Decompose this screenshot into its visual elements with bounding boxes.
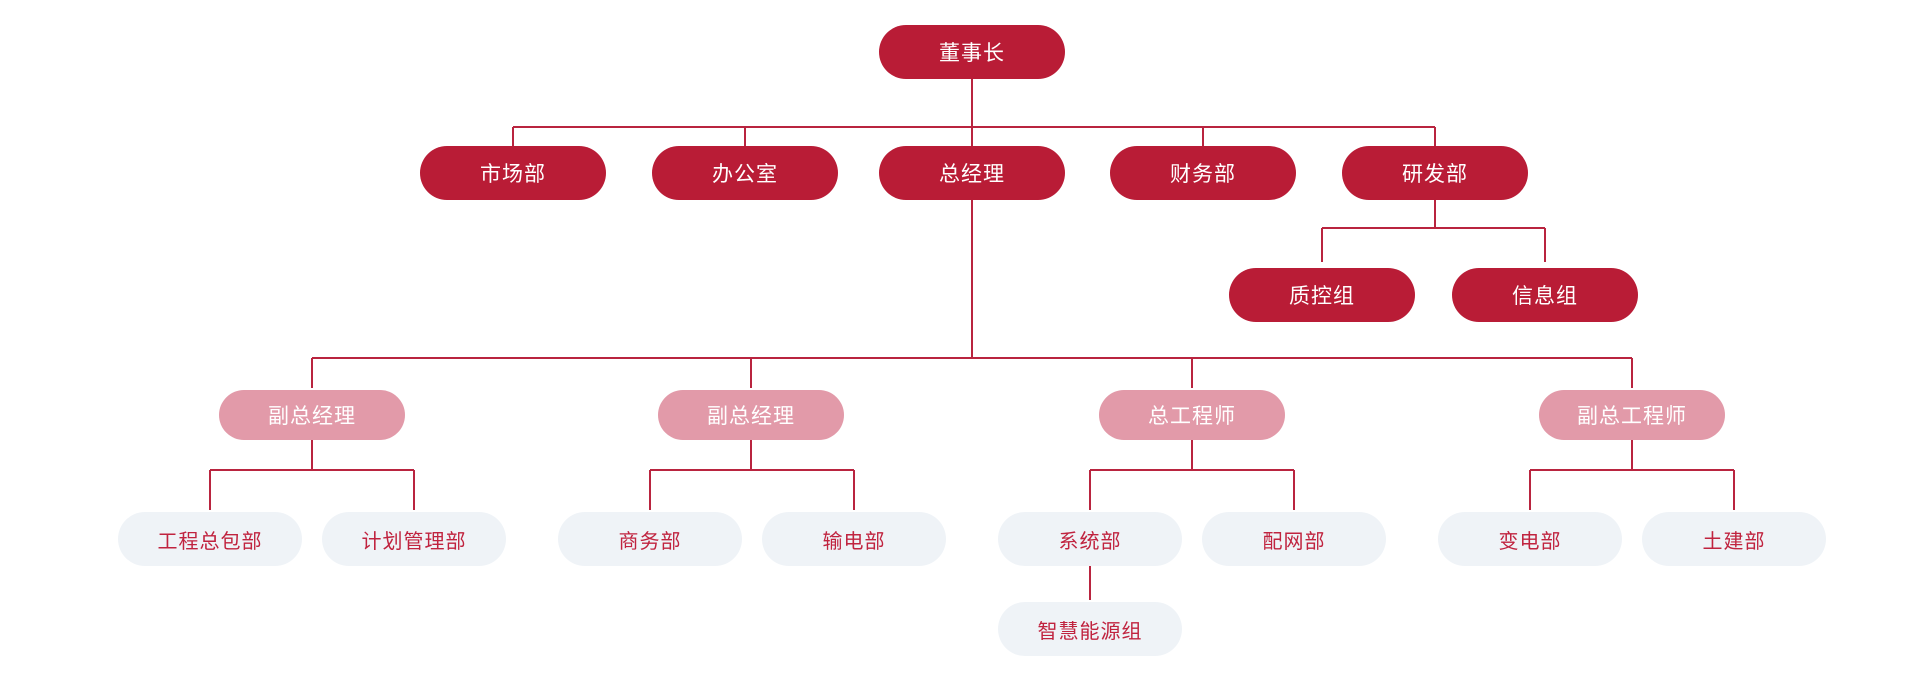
node-label: 总经理 [939, 163, 1005, 186]
node-info-group[interactable]: 信息组 [1452, 268, 1638, 322]
node-deputy-gm-2[interactable]: 副总经理 [658, 390, 844, 440]
node-label: 系统部 [1058, 530, 1122, 553]
node-office[interactable]: 办公室 [652, 146, 838, 200]
node-marketing[interactable]: 市场部 [420, 146, 606, 200]
node-label: 副总经理 [707, 405, 795, 428]
node-business-dept[interactable]: 商务部 [558, 512, 742, 566]
node-chairman[interactable]: 董事长 [879, 25, 1065, 79]
node-general-manager[interactable]: 总经理 [879, 146, 1065, 200]
node-label: 董事长 [939, 42, 1005, 65]
node-label: 市场部 [480, 163, 546, 186]
node-distribution-dept[interactable]: 配网部 [1202, 512, 1386, 566]
node-label: 信息组 [1512, 285, 1578, 308]
node-label: 商务部 [618, 530, 682, 553]
node-qc-group[interactable]: 质控组 [1229, 268, 1415, 322]
node-label: 工程总包部 [157, 530, 263, 553]
node-rnd[interactable]: 研发部 [1342, 146, 1528, 200]
node-epc-dept[interactable]: 工程总包部 [118, 512, 302, 566]
node-system-dept[interactable]: 系统部 [998, 512, 1182, 566]
node-smart-energy-group[interactable]: 智慧能源组 [998, 602, 1182, 656]
node-label: 输电部 [822, 530, 886, 553]
node-substation-dept[interactable]: 变电部 [1438, 512, 1622, 566]
node-label: 智慧能源组 [1037, 620, 1143, 643]
node-label: 土建部 [1702, 530, 1766, 553]
node-label: 质控组 [1289, 285, 1355, 308]
node-civil-dept[interactable]: 土建部 [1642, 512, 1826, 566]
node-planning-dept[interactable]: 计划管理部 [322, 512, 506, 566]
node-deputy-gm-1[interactable]: 副总经理 [219, 390, 405, 440]
node-label: 变电部 [1498, 530, 1562, 553]
node-label: 计划管理部 [361, 530, 467, 553]
node-label: 研发部 [1402, 163, 1468, 186]
node-label: 办公室 [712, 163, 778, 186]
node-chief-engineer[interactable]: 总工程师 [1099, 390, 1285, 440]
node-label: 副总经理 [268, 405, 356, 428]
node-label: 副总工程师 [1577, 405, 1687, 428]
node-label: 财务部 [1170, 163, 1236, 186]
node-transmission-dept[interactable]: 输电部 [762, 512, 946, 566]
node-label: 配网部 [1262, 530, 1326, 553]
node-deputy-chief-engineer[interactable]: 副总工程师 [1539, 390, 1725, 440]
node-label: 总工程师 [1148, 405, 1236, 428]
node-finance[interactable]: 财务部 [1110, 146, 1296, 200]
